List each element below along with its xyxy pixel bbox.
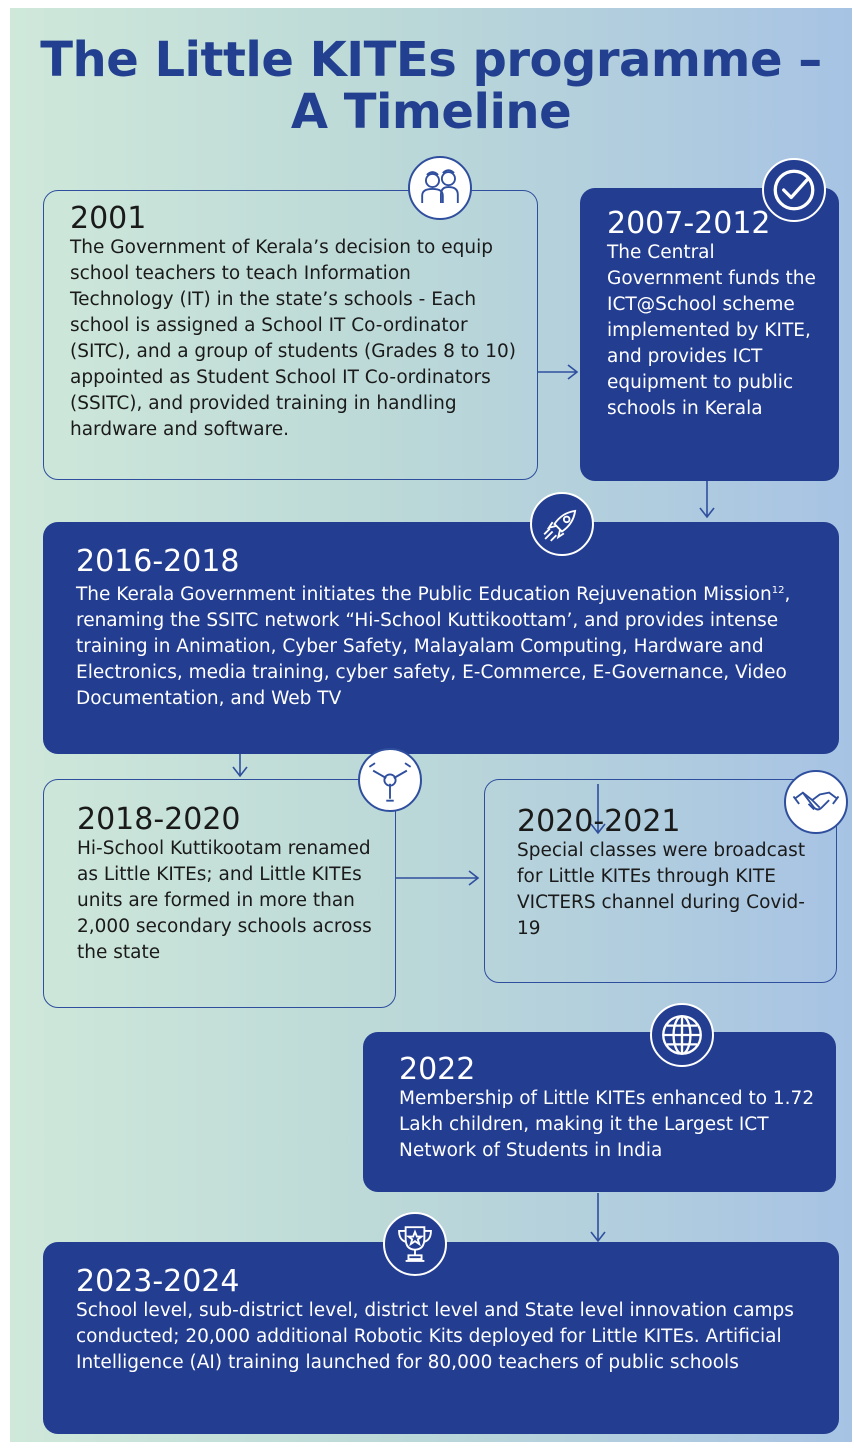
milestone-year: 2007-2012	[607, 206, 771, 241]
milestone-2023-2024: 2023-2024 School level, sub-district lev…	[43, 1242, 839, 1434]
teamwork-hands-icon	[358, 748, 422, 812]
milestone-2001: 2001 The Government of Kerala’s decision…	[43, 190, 538, 480]
milestone-year: 2023-2024	[76, 1264, 240, 1299]
title-line-1: The Little KITEs programme –	[40, 32, 822, 88]
milestone-2007-2012: 2007-2012 The Central Government funds t…	[580, 188, 839, 481]
milestone-2018-2020: 2018-2020 Hi-School Kuttikootam renamed …	[43, 779, 396, 1008]
handshake-icon	[784, 770, 848, 834]
milestone-2020-2021: 2020-2021 Special classes were broadcast…	[484, 779, 837, 983]
title-line-2: A Timeline	[290, 84, 572, 140]
milestone-text-part: , renaming the SSITC network “Hi-School …	[76, 584, 791, 710]
milestone-year: 2001	[70, 201, 147, 236]
milestone-text: The Central Government funds the ICT@Sch…	[607, 242, 816, 419]
milestone-text: Special classes were broadcast for Littl…	[517, 840, 806, 939]
milestone-year: 2018-2020	[77, 802, 241, 837]
trophy-icon	[383, 1212, 447, 1276]
milestone-text-part: The Kerala Government initiates the Publ…	[76, 584, 772, 606]
milestone-2016-2018: 2016-2018 The Kerala Government initiate…	[43, 522, 839, 754]
milestone-year: 2016-2018	[76, 544, 240, 579]
milestone-year: 2022	[399, 1052, 476, 1087]
milestone-text: The Government of Kerala’s decision to e…	[70, 237, 516, 440]
footnote-marker: 12	[771, 585, 785, 596]
page-title: The Little KITEs programme – A Timeline	[10, 34, 852, 138]
milestone-text: School level, sub-district level, distri…	[76, 1300, 794, 1373]
milestone-text: The Kerala Government initiates the Publ…	[76, 578, 819, 712]
milestone-year: 2020-2021	[517, 804, 681, 839]
milestone-text: Hi-School Kuttikootam renamed as Little …	[77, 838, 372, 963]
globe-icon	[650, 1003, 714, 1067]
students-icon	[408, 156, 472, 220]
check-badge-icon	[762, 158, 826, 222]
rocket-icon	[530, 492, 594, 556]
milestone-text: Membership of Little KITEs enhanced to 1…	[399, 1088, 815, 1161]
milestone-2022: 2022 Membership of Little KITEs enhanced…	[363, 1032, 836, 1192]
